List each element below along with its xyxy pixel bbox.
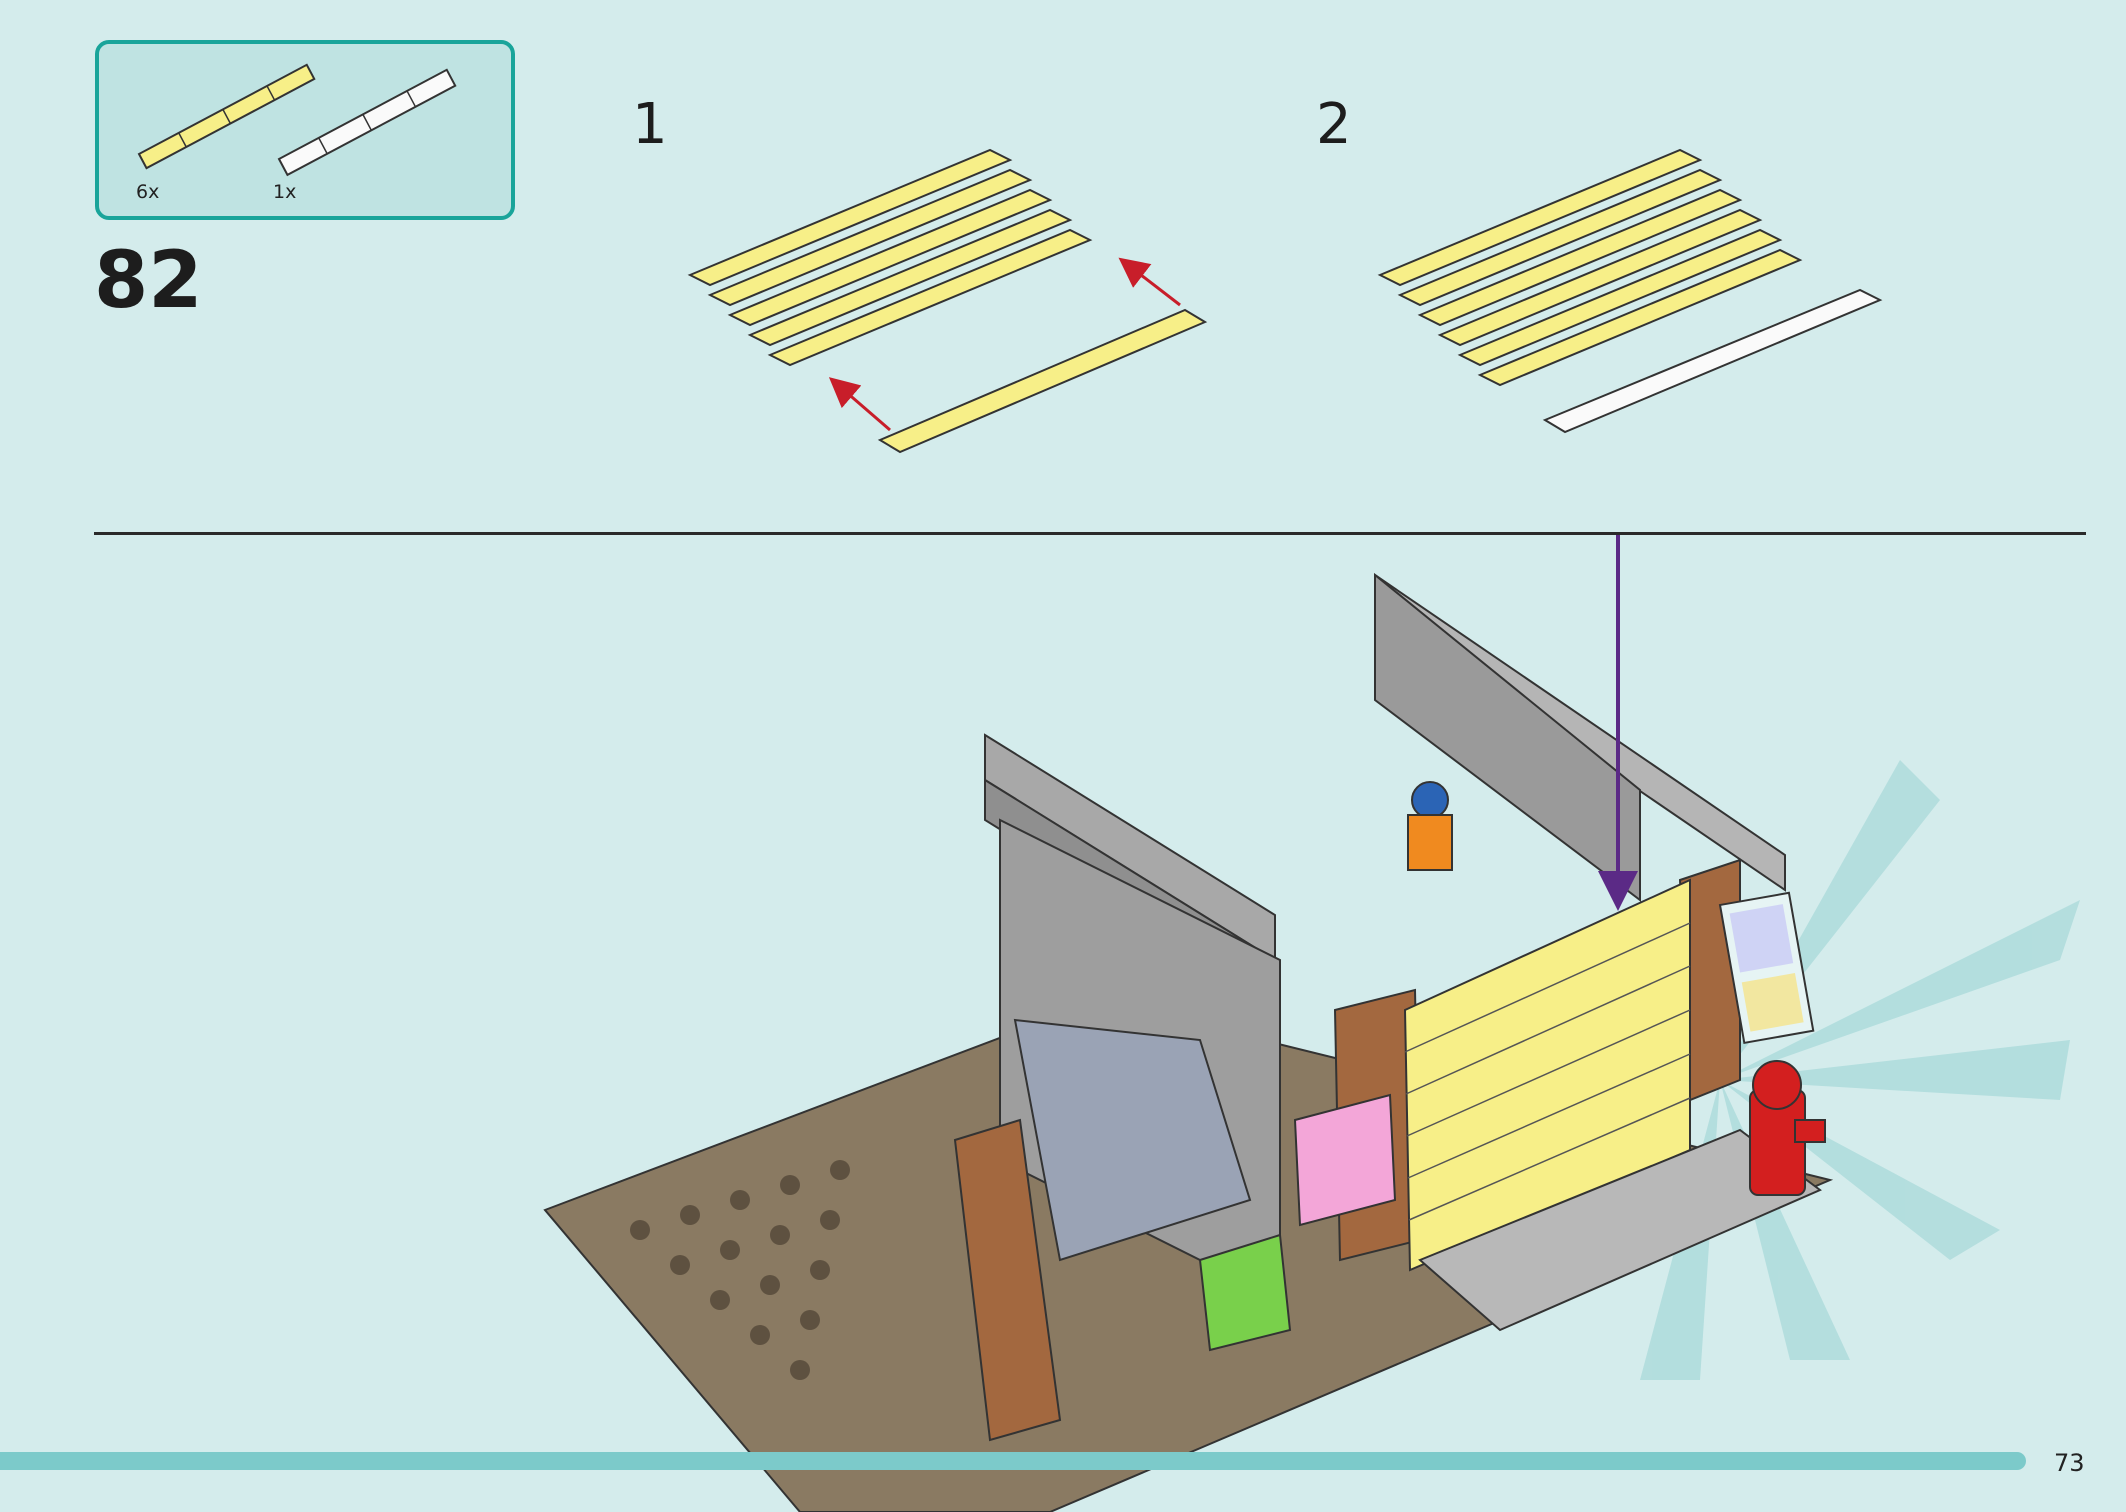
- white-shutter-part: [277, 68, 457, 177]
- fire-hydrant: [1749, 1060, 1826, 1196]
- part-qty-yellow: 6x: [136, 181, 160, 203]
- pink-bin: [1293, 1093, 1397, 1227]
- step-number: 82: [94, 236, 203, 326]
- yellow-shutter-part: [137, 63, 316, 170]
- shutter-lines: [1404, 922, 1691, 1221]
- substep-2-illustration: [1377, 148, 1883, 434]
- white-shutter-attached: [1542, 288, 1883, 434]
- poster: [1718, 891, 1815, 1045]
- page-progress-bar: [0, 1452, 2026, 1470]
- minifigure: [1407, 781, 1453, 871]
- green-bin: [1198, 1233, 1292, 1352]
- yellow-shutter-stack: [687, 148, 1093, 367]
- part-qty-white: 1x: [273, 181, 297, 203]
- substep-number-2: 2: [1316, 92, 1352, 157]
- yellow-shutter-loose: [877, 308, 1208, 454]
- main-build-illustration: [543, 535, 2080, 1512]
- red-arrow-left: [828, 377, 891, 432]
- parts-callout: 6x 1x: [95, 40, 515, 220]
- brick-column-left: [953, 1118, 1062, 1442]
- substep-1-illustration: [687, 148, 1208, 454]
- page-number: 73: [2054, 1449, 2085, 1477]
- red-arrow-right: [1118, 257, 1181, 307]
- baseplate-studs: [630, 1160, 850, 1380]
- parts-illustration: [137, 63, 457, 177]
- section-divider: [94, 532, 2086, 535]
- substep-number-1: 1: [632, 92, 668, 157]
